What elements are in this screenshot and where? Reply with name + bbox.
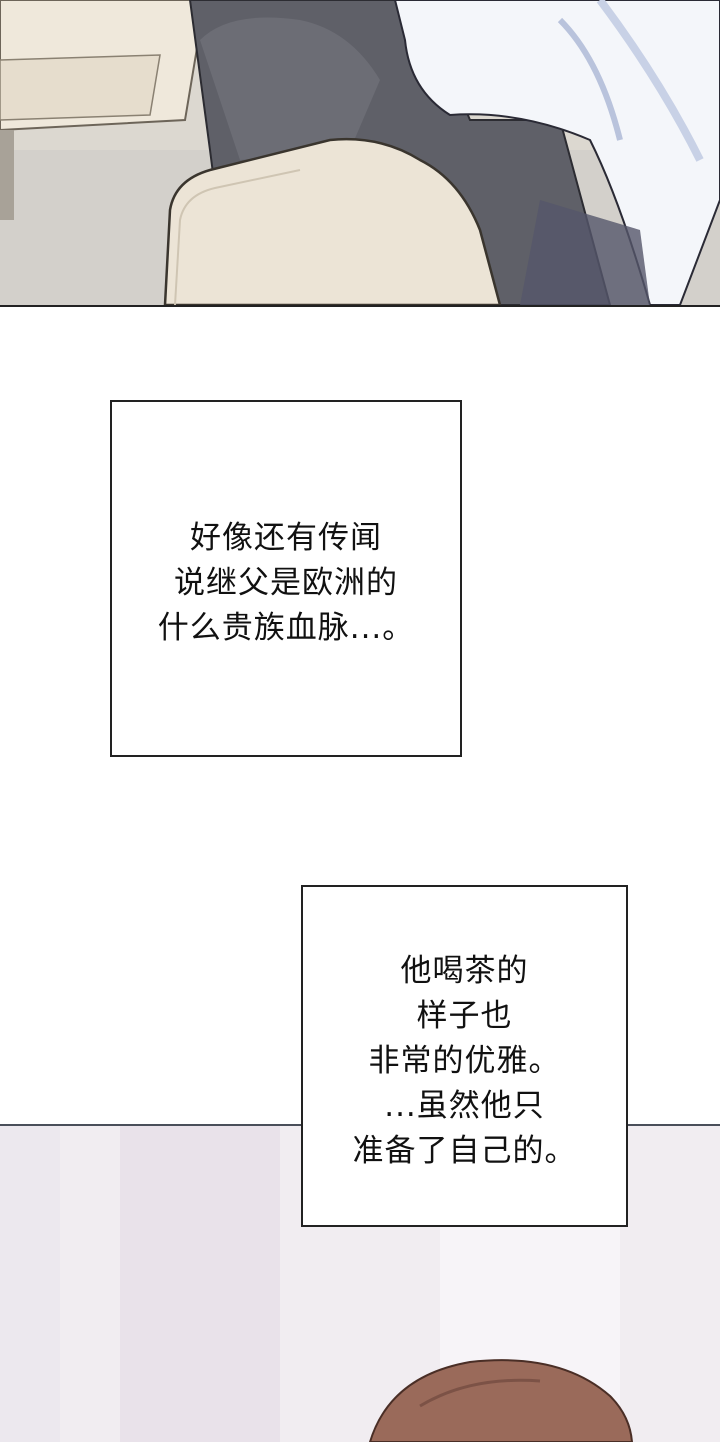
caption-box-2: 他喝茶的 样子也 非常的优雅。 ...虽然他只 准备了自己的。 [301,885,628,1227]
caption-text-2: 他喝茶的 样子也 非常的优雅。 ...虽然他只 准备了自己的。 [352,952,577,1169]
caption-text-1: 好像还有传闻 说继父是欧洲的 什么贵族血脉...。 [157,520,415,646]
sofa-scene-illustration [0,0,720,305]
caption-box-1: 好像还有传闻 说继父是欧洲的 什么贵族血脉...。 [110,400,462,757]
illustration-panel-top [0,0,720,307]
